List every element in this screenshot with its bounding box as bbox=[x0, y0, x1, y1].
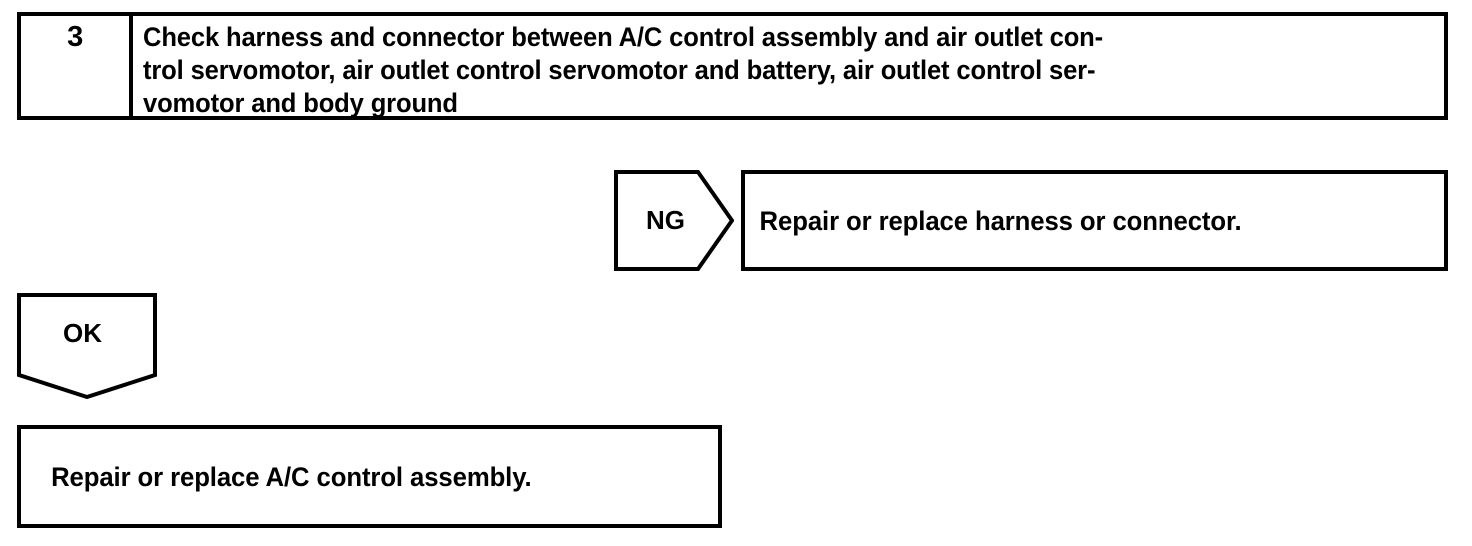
ok-result-box: Repair or replace A/C control assembly. bbox=[17, 425, 722, 528]
ng-result-text: Repair or replace harness or connector. bbox=[759, 205, 1242, 236]
ok-arrow-icon bbox=[17, 293, 157, 399]
ng-arrow-icon bbox=[614, 170, 734, 271]
step-instruction-line-1: Check harness and connector between A/C … bbox=[143, 22, 1104, 52]
step-row: 3 Check harness and connector between A/… bbox=[17, 12, 1448, 120]
ok-branch-label: OK bbox=[63, 318, 102, 348]
ng-result-box: Repair or replace harness or connector. bbox=[741, 170, 1448, 271]
ok-result-text: Repair or replace A/C control assembly. bbox=[51, 461, 532, 492]
step-instruction-line-3: vomotor and body ground bbox=[143, 88, 458, 118]
ng-branch-label: NG bbox=[646, 205, 685, 235]
step-instruction-cell: Check harness and connector between A/C … bbox=[133, 16, 1444, 118]
step-instruction-line-2: trol servomotor, air outlet control serv… bbox=[143, 55, 1096, 85]
step-number: 3 bbox=[67, 21, 83, 53]
step-number-cell: 3 bbox=[21, 16, 133, 116]
